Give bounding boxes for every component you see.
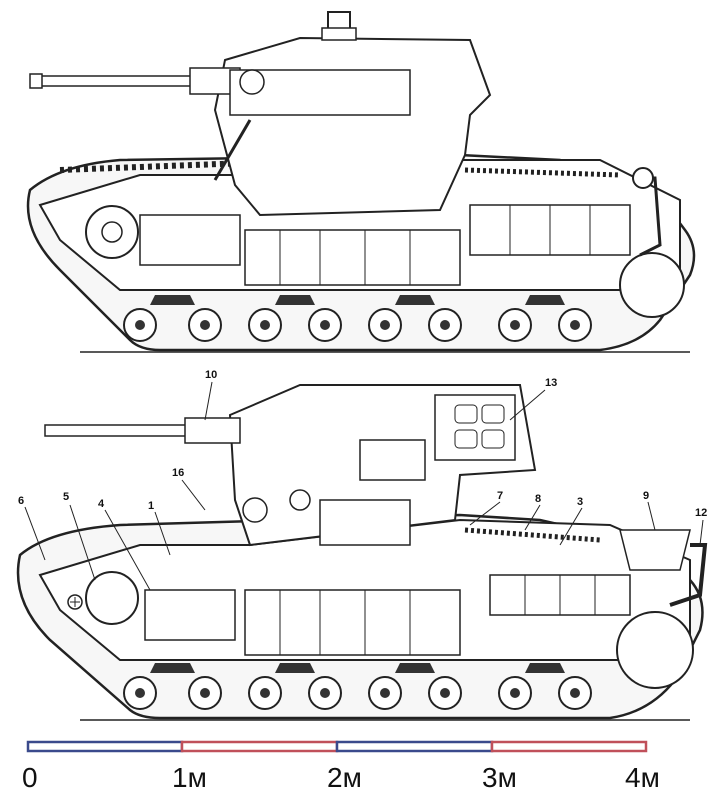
callout-8: 8 (535, 493, 541, 505)
scale-segment-2 (180, 740, 339, 753)
callout-10: 10 (205, 369, 217, 381)
scale-label-0: 0 (22, 762, 38, 793)
scale-segment-1 (26, 740, 184, 753)
callout-labels: 10 13 16 6 5 4 1 7 8 3 9 12 (18, 369, 707, 519)
callout-13: 13 (545, 377, 557, 389)
top-casemate (213, 36, 492, 217)
callout-12: 12 (695, 507, 707, 519)
scale-label-3m: 3м (482, 762, 517, 793)
bottom-road-wheels (123, 663, 592, 710)
top-road-wheels (123, 295, 592, 342)
callout-16: 16 (172, 467, 184, 479)
callout-7: 7 (497, 490, 503, 502)
callout-9: 9 (643, 490, 649, 502)
callout-leaders (24, 381, 704, 591)
scale-label-4m: 4м (625, 762, 660, 793)
scale-label-2m: 2м (327, 762, 362, 793)
top-tank-exterior-view (26, 11, 696, 353)
scale-label-1m: 1м (172, 762, 207, 793)
top-gun-barrel (37, 75, 199, 87)
callout-6: 6 (18, 495, 24, 507)
scale-bar: 0 1м 2м 3м 4м (22, 740, 660, 793)
scale-segment-3 (335, 740, 494, 753)
callout-4: 4 (98, 498, 105, 510)
callout-3: 3 (577, 496, 583, 508)
callout-1: 1 (148, 500, 154, 512)
bottom-gun-barrel (44, 424, 196, 437)
bottom-tank-cutaway-view: 10 13 16 6 5 4 1 7 8 3 9 12 (16, 369, 707, 721)
top-idler-wheel (619, 252, 685, 318)
callout-5: 5 (63, 491, 69, 503)
scale-segment-4 (490, 740, 648, 753)
